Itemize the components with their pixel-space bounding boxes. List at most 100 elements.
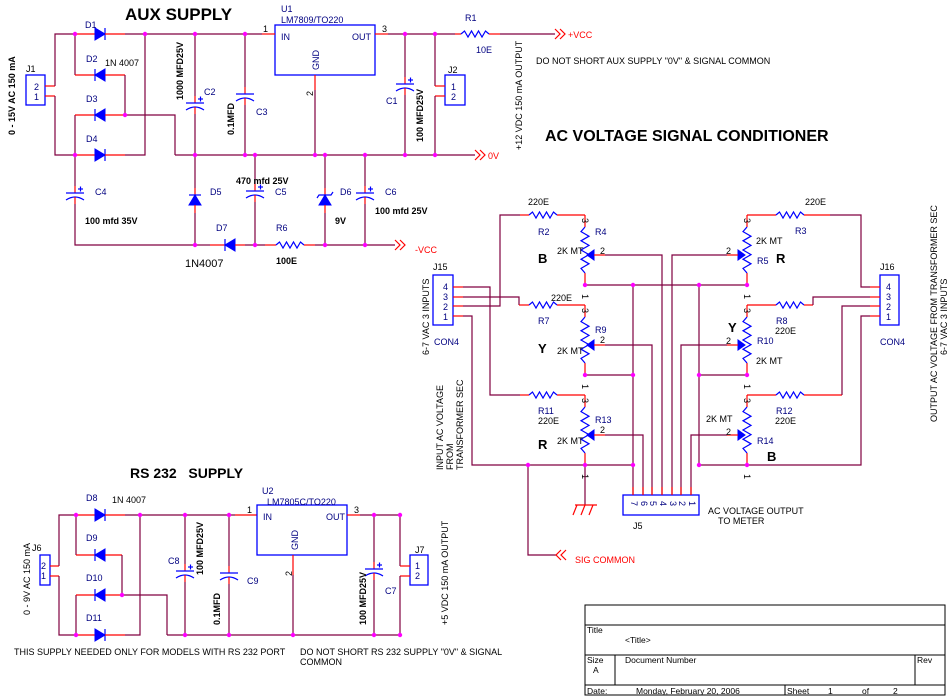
r11-resistor (520, 390, 585, 400)
u2-pin-number: 3 (354, 505, 359, 515)
wire (463, 214, 520, 307)
junction-dot (72, 31, 78, 37)
size-label: Size (587, 655, 604, 665)
chevron-icon (559, 28, 566, 40)
c3-value: 0.1MFD (226, 102, 236, 135)
diode-icon (94, 148, 106, 162)
junction-dot (192, 152, 198, 158)
u2-pin-number: 2 (284, 571, 294, 576)
phase-y-label: Y (728, 320, 737, 335)
wire (463, 296, 520, 305)
phase-b-label: B (767, 449, 776, 464)
u1-pin-number: 3 (382, 24, 387, 34)
diode-icon (94, 548, 106, 562)
phase-r-label: R (538, 437, 548, 452)
junction-dot (630, 282, 636, 288)
zener-bar (316, 191, 334, 199)
date-value: Monday, February 20, 2006 (636, 686, 740, 696)
d1-diode (75, 27, 125, 41)
rs232-supply-title: RS 232 SUPPLY (130, 465, 244, 481)
d5-diode (188, 188, 202, 213)
r12-label: R12 (776, 406, 793, 416)
diode-icon (94, 27, 106, 41)
u1-pin-gnd: GND (311, 50, 321, 71)
r9-potentiometer: 31 (579, 305, 605, 389)
junction-dot (119, 592, 125, 598)
j16-pin: 4 (886, 282, 891, 292)
junction-dot (182, 512, 188, 518)
junction-dot (72, 152, 78, 158)
junction-dot (252, 242, 258, 248)
j7-pin: 1 (415, 561, 420, 571)
junction-dot (397, 512, 403, 518)
wire (74, 204, 195, 246)
wire (841, 305, 870, 395)
junction-dot (137, 512, 143, 518)
junction-dot (696, 282, 702, 288)
junction-dot (582, 282, 588, 288)
junction-dot (525, 462, 531, 468)
r10-label: R10 (757, 336, 774, 346)
junction-dot (582, 372, 588, 378)
c4-label: C4 (95, 187, 107, 197)
r7-resistor (519, 300, 585, 310)
pot-pin-number: 1 (742, 384, 752, 389)
wiper-arrow-icon (586, 429, 595, 441)
zener-diode-icon (318, 194, 332, 206)
wire (830, 214, 870, 288)
pot-pin-number: 3 (580, 218, 590, 223)
diode-icon (94, 508, 106, 522)
zero-v-port-icon (474, 149, 486, 161)
ground-hatch (572, 504, 578, 516)
d2-diode (75, 68, 125, 82)
r6-resistor (265, 240, 315, 250)
d7-part: 1N4007 (185, 258, 224, 270)
aux-output-label: +12 VDC 150 mA OUTPUT (514, 40, 524, 150)
diode-icon (224, 238, 236, 252)
aux-supply-title: AUX SUPPLY (125, 5, 233, 24)
c3-capacitor (235, 87, 255, 105)
c5-label: C5 (275, 187, 287, 197)
potentiometer-zigzag (741, 406, 753, 454)
potentiometer-zigzag (579, 226, 591, 274)
j6-pin: 1 (41, 571, 46, 581)
j2-pin: 2 (451, 92, 456, 102)
c7-capacitor (364, 562, 384, 580)
junction-dot (242, 152, 248, 158)
wire (58, 576, 76, 636)
j5-pin: 5 (648, 501, 658, 506)
u2-pin-in: IN (263, 512, 272, 522)
chevron-icon (474, 149, 481, 161)
title-label: Title (587, 625, 603, 635)
c9-capacitor (219, 566, 239, 584)
u2-part: LM7805C/TO220 (267, 497, 336, 507)
d10-label: D10 (86, 573, 103, 583)
pot-pin-number: 3 (742, 218, 752, 223)
c1-label: C1 (386, 96, 398, 106)
j1-pin: 1 (34, 92, 39, 102)
junction-dot (432, 152, 438, 158)
diode-icon (94, 68, 106, 82)
pot-pin-number: 3 (580, 308, 590, 313)
wire (54, 96, 75, 156)
aux-input-label: 0 - 15V AC 150 mA (7, 56, 17, 135)
wiper-arrow-icon (586, 249, 595, 261)
j16-pin: 2 (886, 302, 891, 312)
junction-dot (432, 31, 438, 37)
title-block: Title <Title> Size A Document Number Rev… (584, 604, 946, 696)
j6-label: J6 (32, 543, 42, 553)
j15-side-label: 6-7 VAC 3 INPUTS (421, 279, 431, 355)
r8-resistor (747, 300, 813, 310)
potentiometer-zigzag (741, 226, 753, 274)
j6-connector (39, 554, 51, 586)
d10-diode (76, 588, 122, 602)
c2-label: C2 (204, 87, 216, 97)
ground-hatch (588, 504, 594, 516)
j15-pin: 1 (443, 312, 448, 322)
junction-dot (397, 632, 403, 638)
wire (680, 344, 727, 495)
c7-value: 100 MFD25V (358, 572, 368, 625)
phase-b-label: B (538, 251, 547, 266)
diode-icon (94, 588, 106, 602)
rs232-output-label: +5 VDC 150 mA OUTPUT (440, 520, 450, 625)
